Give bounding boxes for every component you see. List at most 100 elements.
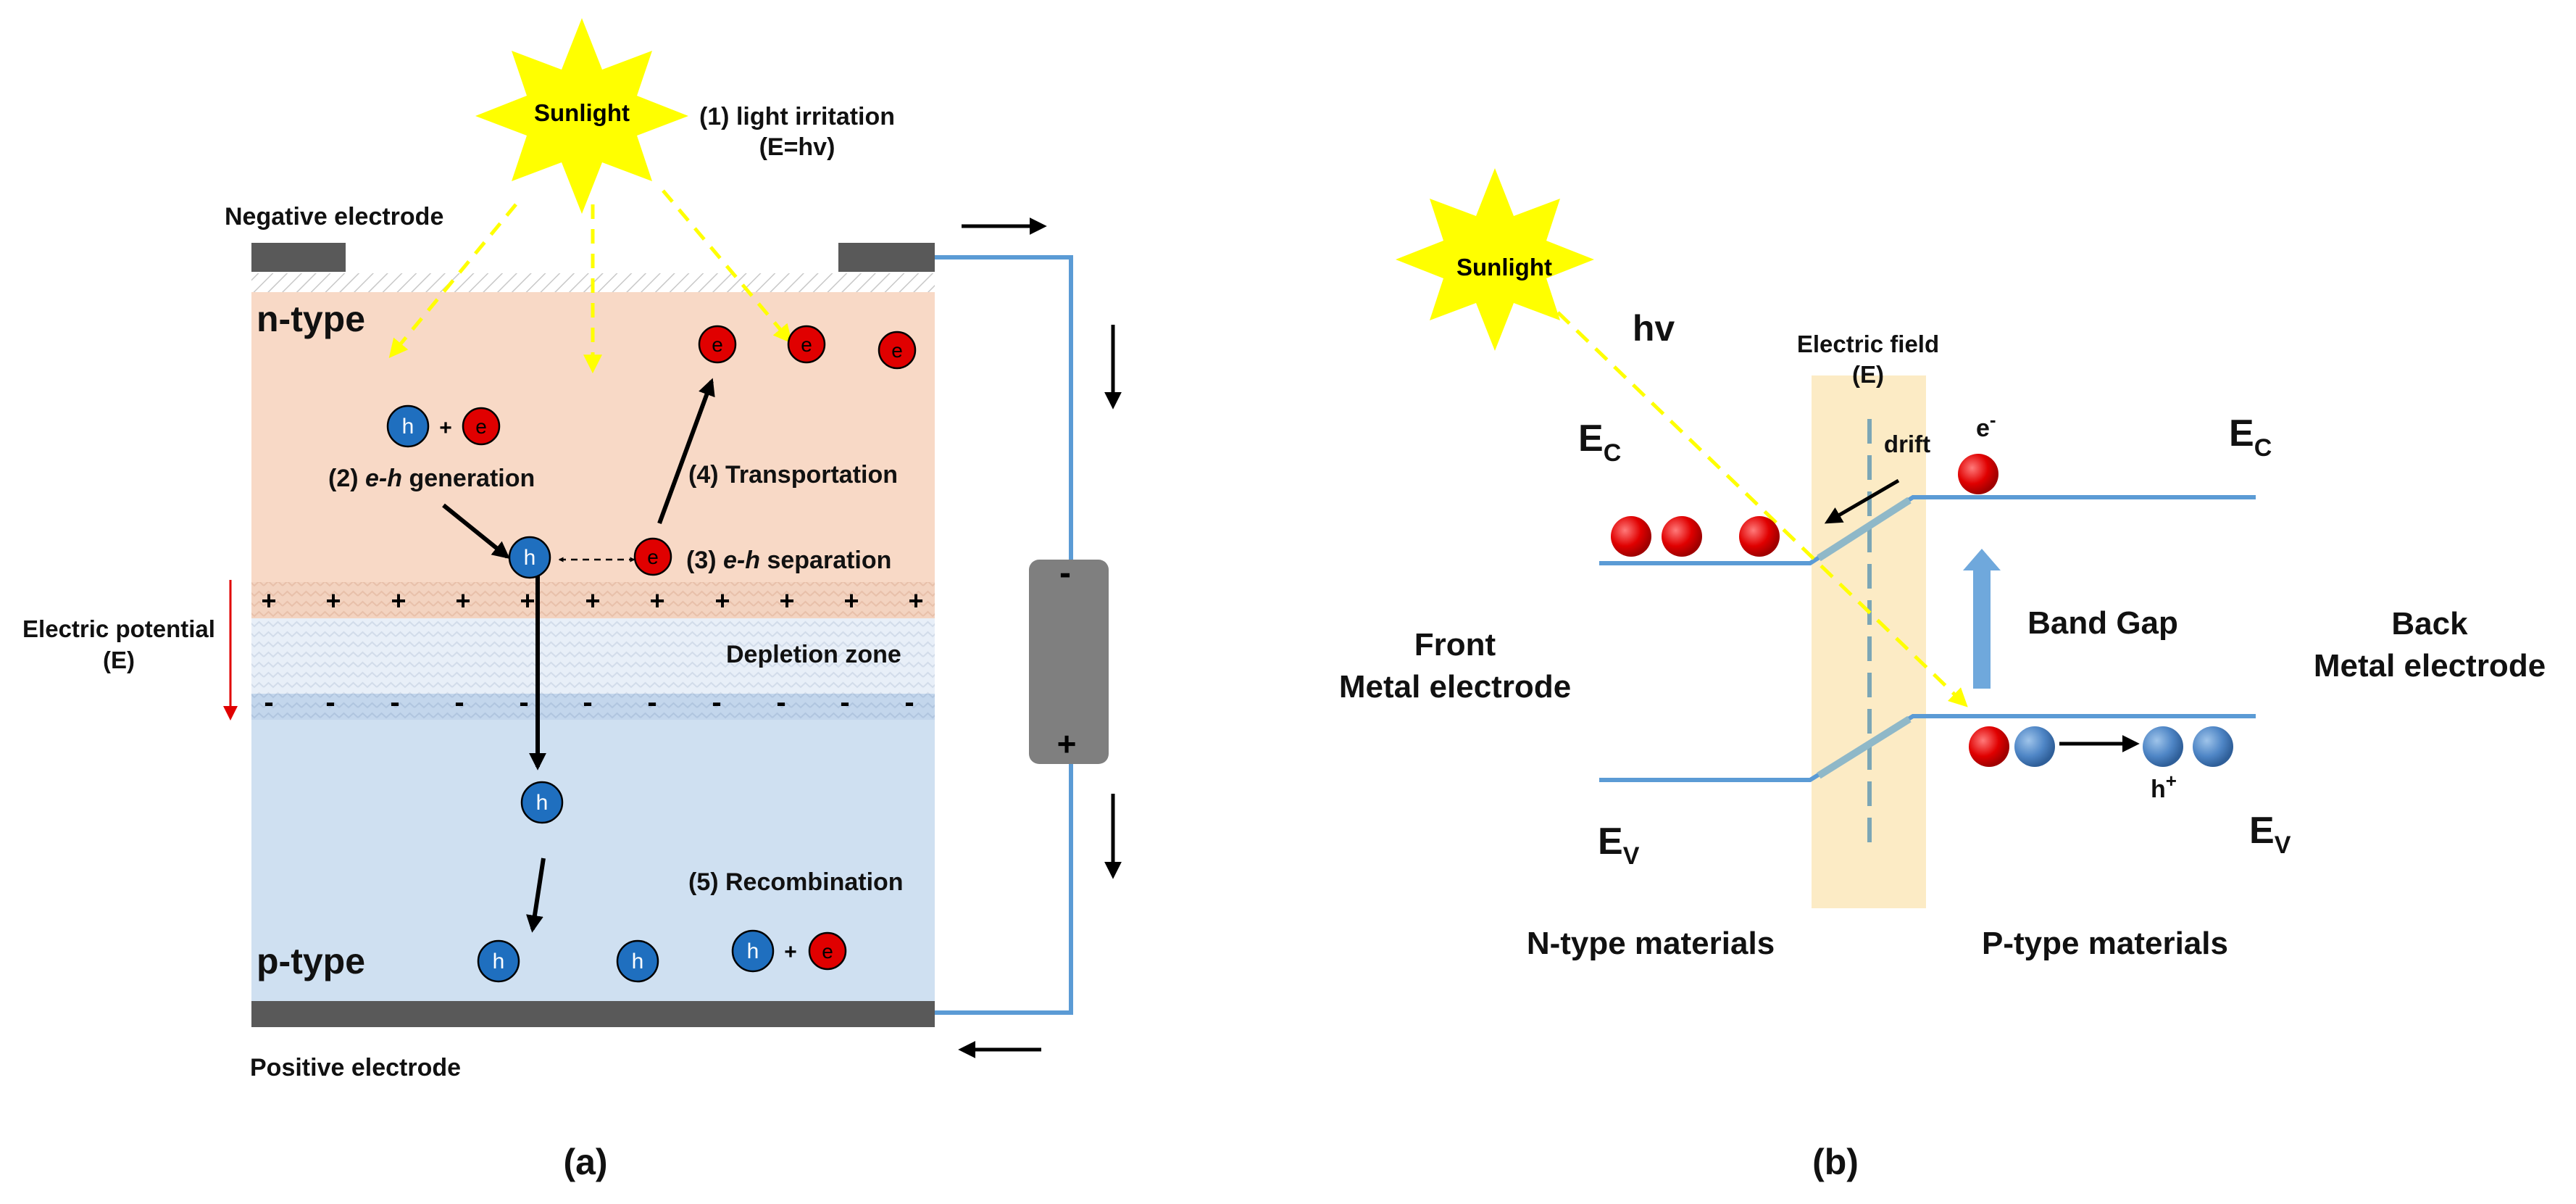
sun-burst-b [1396, 168, 1594, 351]
hole-generation: h [386, 404, 430, 448]
n-type-junction-strip [251, 582, 935, 618]
svg-text:e: e [712, 333, 723, 356]
electron-p-valence [1969, 726, 2009, 767]
p-type-materials-label: P-type materials [1982, 926, 2228, 961]
p-type-junction-strip [251, 694, 935, 720]
panel-b-caption: (b) [1812, 1142, 1859, 1182]
svg-text:h: h [632, 950, 644, 973]
transportation-arrow [657, 378, 715, 525]
plus-sign-3: + [391, 586, 406, 615]
light-energy-label: (E=hv) [759, 133, 835, 161]
positive-electrode-bar [251, 1001, 935, 1027]
hv-label: hv [1633, 308, 1675, 349]
minus-sign-4: - [454, 686, 464, 718]
minus-sign-2: - [325, 686, 335, 718]
svg-text:h: h [536, 791, 549, 815]
p-type-label: p-type [257, 941, 365, 981]
plus-sign-7: + [649, 586, 664, 615]
electric-potential-symbol: (E) [103, 647, 135, 673]
negative-electrode-right [838, 243, 935, 272]
plus-sign-4: + [455, 586, 470, 615]
transportation-label: (4) Transportation [688, 461, 898, 489]
negative-charge-row: ----------- [264, 686, 914, 718]
sun-burst-a [475, 18, 688, 214]
h-plus-label: h+ [2151, 770, 2177, 803]
n-type-materials-label: N-type materials [1527, 926, 1775, 961]
ev-label-left: EV [1598, 821, 1640, 870]
plus-sign-6: + [585, 586, 600, 615]
band-gap-arrow [1963, 549, 2001, 689]
svg-text:h: h [524, 546, 536, 570]
back-electrode-label-1: Back [2391, 606, 2468, 642]
hole-p-2 [2143, 726, 2183, 767]
minus-sign-1: - [264, 686, 273, 718]
ev-label-right: EV [2249, 810, 2291, 859]
plus-sign-8: + [714, 586, 730, 615]
ec-label-left: EC [1578, 418, 1621, 467]
hole-p-3 [2193, 726, 2233, 767]
minus-sign-9: - [776, 686, 785, 718]
sunlight-label-a: Sunlight [534, 99, 630, 126]
n-type-label: n-type [257, 299, 365, 339]
electron-minus-label: e- [1976, 409, 1996, 442]
field-band-accent-top [1817, 497, 1912, 562]
hole-recombination: h [731, 929, 775, 973]
svg-text:e: e [475, 415, 487, 438]
plus-sign-10: + [843, 586, 859, 615]
plus-sign-9: + [779, 586, 794, 615]
electric-field-label: Electric field [1797, 331, 1939, 357]
positive-electrode-label: Positive electrode [250, 1054, 461, 1081]
back-electrode-label-2: Metal electrode [2314, 648, 2546, 684]
electron-p-conduction [1958, 454, 1998, 494]
electron-n-2 [1662, 516, 1702, 557]
positive-charge-row: +++++++++++ [261, 586, 923, 615]
recombination-label: (5) Recombination [688, 868, 904, 896]
drift-arrow [1824, 478, 1900, 524]
plus-sign-2: + [325, 586, 341, 615]
minus-sign-6: - [583, 686, 592, 718]
eh-generation-label: (2) e-h generation [328, 465, 535, 492]
electron-top-2: e [787, 325, 826, 364]
ec-label-right: EC [2229, 412, 2272, 462]
svg-text:e: e [822, 940, 833, 963]
electron-top-1: e [698, 325, 737, 364]
electron-n-3 [1739, 516, 1780, 557]
depletion-zone-label: Depletion zone [726, 641, 901, 668]
recombination-plus: + [784, 940, 797, 964]
plus-sign-5: + [520, 586, 535, 615]
svg-text:e: e [647, 546, 659, 568]
electron-top-3: e [878, 331, 917, 370]
electric-potential-label: Electric potential [22, 615, 215, 642]
negative-electrode-label: Negative electrode [225, 203, 443, 231]
hole-p-1 [2014, 726, 2055, 767]
battery-minus-sign: - [1059, 554, 1071, 592]
svg-text:e: e [801, 333, 812, 356]
field-band-accent-bottom [1817, 715, 1912, 779]
hole-bottom-2: h [616, 939, 659, 983]
electric-field-symbol: (E) [1852, 361, 1884, 388]
minus-sign-10: - [840, 686, 849, 718]
generation-arrow [442, 503, 510, 560]
light-ray-left [388, 203, 517, 359]
minus-sign-7: - [647, 686, 656, 718]
panel-a: - + Sunlight (1) light irritation (E=hv)… [22, 18, 1122, 1182]
eh-separation-label: (3) e-h separation [686, 547, 891, 574]
battery-plus-sign: + [1057, 725, 1077, 763]
svg-text:e: e [891, 339, 903, 362]
front-electrode-label-1: Front [1414, 627, 1496, 663]
minus-sign-3: - [390, 686, 399, 718]
band-gap-label: Band Gap [2027, 605, 2178, 641]
svg-text:h: h [493, 950, 505, 973]
minus-sign-5: - [519, 686, 528, 718]
panel-a-caption: (a) [563, 1142, 607, 1182]
panel-b: Sunlight hv Electric field (E) drift EC … [1339, 168, 2546, 1182]
hole-separation: h [508, 536, 551, 579]
front-electrode-label-2: Metal electrode [1339, 669, 1571, 705]
plus-sign-11: + [908, 586, 923, 615]
light-ray-right [662, 189, 793, 344]
minus-sign-11: - [904, 686, 914, 718]
battery [1029, 560, 1109, 764]
svg-text:h: h [402, 415, 414, 439]
